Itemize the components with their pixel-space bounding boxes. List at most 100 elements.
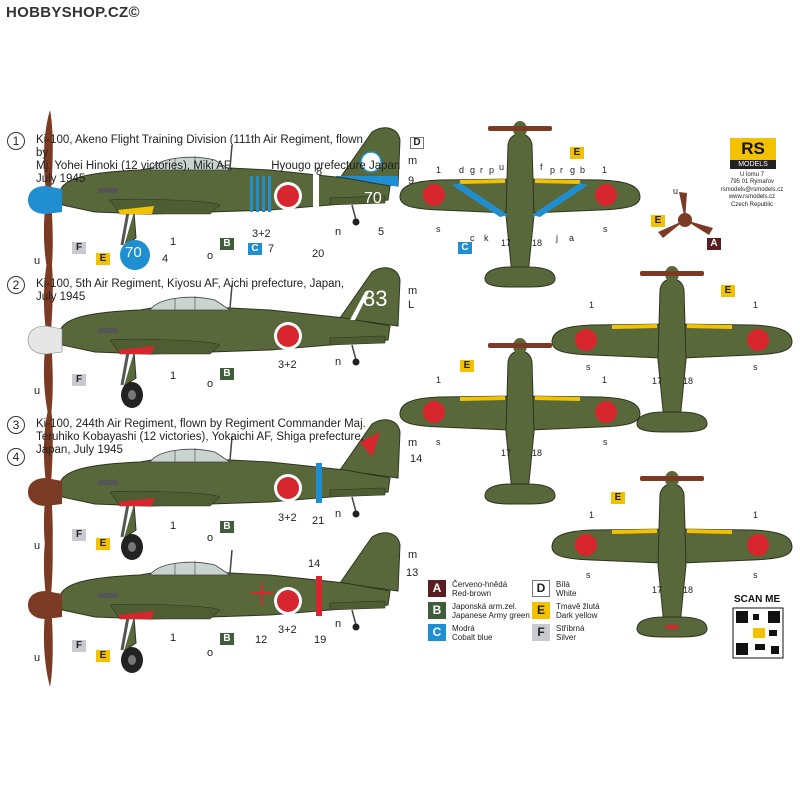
wing-label: 1	[436, 375, 442, 385]
callout-label: 20	[312, 248, 325, 260]
callout-label: 3+2	[278, 624, 297, 636]
wing-label: d	[459, 165, 465, 175]
scheme-number-3: 3	[7, 416, 25, 434]
top-view-scheme-4	[551, 470, 793, 638]
callout-label: 8	[316, 166, 323, 178]
wing-label: g	[570, 165, 576, 175]
legend-cz: Japonská arm.zel.	[452, 602, 517, 611]
wing-label: s	[436, 437, 441, 447]
legend-en: Red-brown	[452, 589, 492, 598]
wing-label: k	[484, 233, 489, 243]
wing-label: s	[603, 437, 608, 447]
callout-label: n	[335, 356, 342, 368]
callout-label: 21	[312, 515, 325, 527]
callout-label: u	[34, 540, 41, 552]
wing-label: 17	[652, 376, 663, 386]
legend-swatch-C: C	[428, 624, 446, 641]
scheme-2-caption-line: Ki-100, 5th Air Regiment, Kiyosu AF, Aic…	[36, 278, 345, 290]
wing-label: g	[470, 165, 476, 175]
wing-label: j	[556, 233, 558, 243]
callout-label: u	[34, 385, 41, 397]
swatch-F: F	[72, 374, 86, 386]
scheme-1-caption: Ki-100, Akeno Flight Training Division (…	[36, 134, 401, 186]
profile-scheme-2	[27, 250, 401, 422]
swatch-E: E	[721, 285, 735, 297]
wing-label: 1	[753, 300, 759, 310]
callout-label: 13	[406, 567, 419, 579]
swatch-C: C	[458, 242, 472, 254]
wing-label: s	[753, 570, 758, 580]
legend-en: Silver	[556, 633, 577, 642]
callout-label: o	[207, 378, 214, 390]
callout-label: o	[207, 647, 214, 659]
wing-label: s	[586, 362, 591, 372]
wing-label: 18	[683, 376, 694, 386]
callout-label: L	[408, 299, 415, 311]
legend-cz: Červeno-hnědá	[452, 580, 508, 589]
swatch-E: E	[460, 360, 474, 372]
swatch-F: F	[72, 242, 86, 254]
callout-label: 1	[170, 520, 177, 532]
callout-label: o	[207, 532, 214, 544]
legend-swatch-B: B	[428, 602, 446, 619]
callout-label: m	[408, 437, 418, 449]
swatch-B: B	[220, 238, 234, 250]
wing-label: 17	[501, 238, 512, 248]
address-line: Czech Republic	[730, 201, 774, 208]
wing-label: f	[540, 162, 543, 172]
callout-label: 3+2	[252, 228, 271, 240]
wing-label: 1	[589, 510, 595, 520]
callout-label: n	[335, 226, 342, 238]
scheme-2-caption-line: July 1945	[36, 291, 86, 303]
legend-cz: Tmavě žlutá	[556, 602, 600, 611]
wing-label: 17	[501, 448, 512, 458]
callout-label: 14	[410, 453, 423, 465]
callout-label: 1	[170, 632, 177, 644]
legend-en: Dark yellow	[556, 611, 598, 620]
legend-cz: Stříbrná	[556, 624, 585, 633]
wing-label: 18	[532, 238, 543, 248]
profile-scheme-1	[28, 110, 401, 282]
tail-code-1: 70	[364, 190, 382, 207]
callout-label: 5	[378, 226, 385, 238]
legend-en: White	[556, 589, 577, 598]
wing-label: s	[436, 224, 441, 234]
scheme-1-caption-line: Mj. Yohei Hinoki (12 victories), Miki AF…	[36, 160, 401, 172]
callout-label: 9	[408, 175, 415, 187]
watermark: HOBBYSHOP.CZ©	[6, 4, 140, 21]
callout-label: 1	[170, 370, 177, 382]
callout-label: u	[34, 255, 41, 267]
scan-me-label: SCAN ME	[734, 594, 781, 605]
wing-label: 1	[589, 300, 595, 310]
wing-label: 1	[436, 165, 442, 175]
swatch-F: F	[72, 640, 86, 652]
top-view-scheme-3	[399, 337, 641, 505]
wing-label: s	[586, 570, 591, 580]
address-line: U lomu 7	[739, 172, 764, 178]
callout-label: u	[34, 652, 41, 664]
callout-label: o	[207, 250, 214, 262]
rs-logo-text: RS	[741, 139, 765, 158]
callout-label: 1	[170, 236, 177, 248]
scheme-3-caption-line: Japan, July 1945	[36, 444, 123, 456]
callout-label: n	[335, 618, 342, 630]
callout-label: 19	[314, 634, 327, 646]
callout-label: m	[408, 549, 418, 561]
swatch-E: E	[611, 492, 625, 504]
wing-label: 1	[753, 510, 759, 520]
callout-label: n	[335, 508, 342, 520]
scheme-number-4: 4	[7, 448, 25, 466]
wing-label: p	[489, 165, 495, 175]
wing-label: 1	[602, 375, 608, 385]
wing-label: p	[550, 165, 556, 175]
profile-scheme-4	[28, 515, 401, 687]
address-line: 795 01 Rýmařov	[729, 179, 775, 186]
legend-swatch-F: F	[532, 624, 550, 641]
wing-label: r	[480, 165, 483, 175]
wing-label: b	[580, 165, 586, 175]
